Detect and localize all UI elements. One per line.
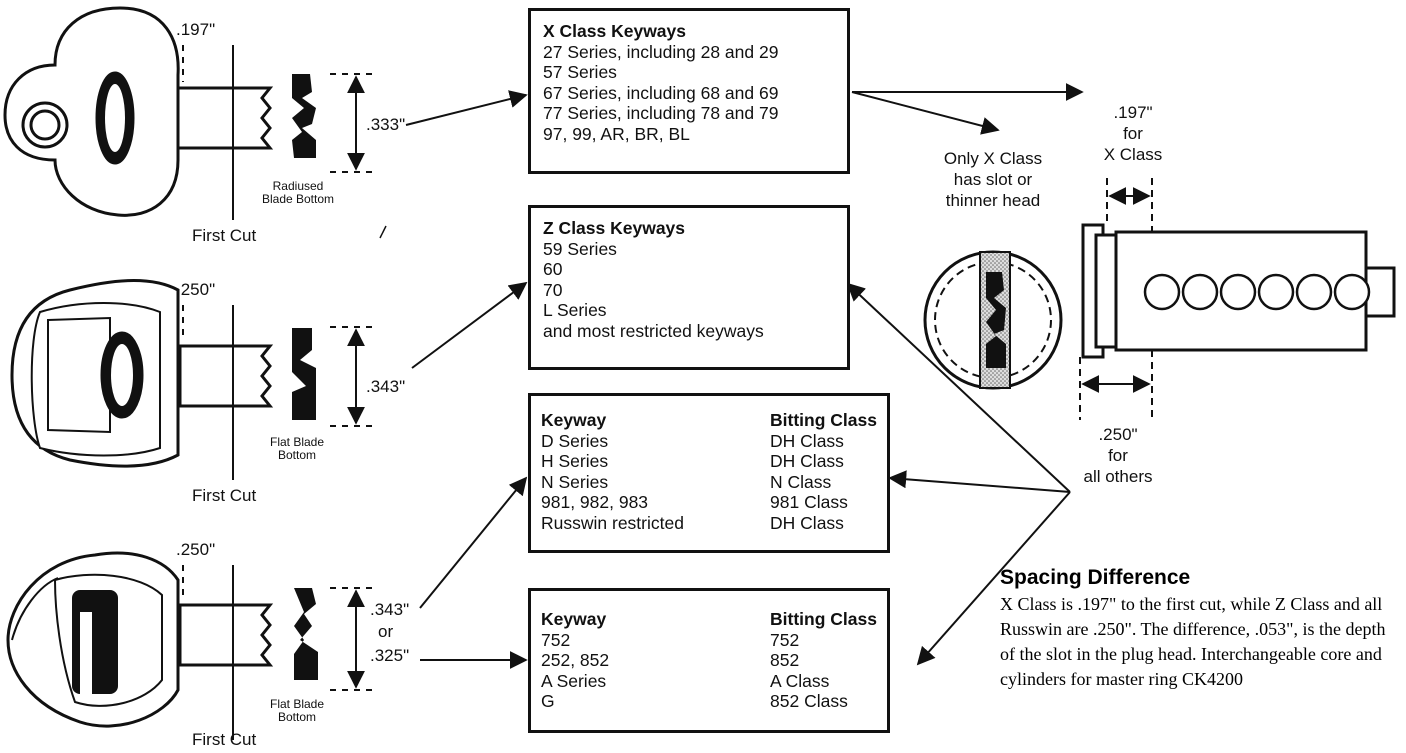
z-class-title: Z Class Keyways: [543, 218, 686, 238]
key-2-bitting-line: [182, 305, 234, 480]
table-row: Russwin restricted: [541, 512, 684, 533]
key-2-cross-section-icon: [292, 328, 316, 420]
key-1-blade-label: Radiused Blade Bottom: [261, 179, 335, 206]
x-class-title: X Class Keyways: [543, 21, 687, 41]
key-1: [3, 6, 274, 217]
key-3-height-dimension: [330, 587, 378, 691]
table-row: 981, 982, 983: [541, 492, 649, 512]
table-row: DH Class: [770, 430, 844, 451]
table-row: 852: [770, 650, 800, 670]
key-3-height-label-a: .343": [370, 600, 410, 619]
spacing-difference-body: X Class is .197" to the first cut, while…: [1000, 594, 1386, 689]
table-row: D Series: [541, 430, 609, 451]
table-1-header-keyway: Keyway: [541, 410, 607, 430]
spacing-difference-title: Spacing Difference: [1000, 566, 1191, 589]
x-class-keyways-box: X Class Keyways 27 Series, including 28 …: [528, 8, 850, 174]
table-row: A Series: [541, 670, 607, 691]
key-1-height-dimension: [330, 73, 378, 173]
z-class-line: and most restricted keyways: [543, 320, 764, 341]
key-2-height-label: .343": [366, 377, 406, 396]
connector-arrows: [379, 83, 1084, 669]
russwin-keyway-table-1: Keyway Bitting Class D Series DH Class H…: [528, 393, 890, 553]
table-row: DH Class: [770, 451, 844, 471]
x-class-line: 77 Series, including 78 and 79: [543, 103, 779, 123]
key-3-cross-section-icon: [294, 588, 318, 680]
table-row: 852 Class: [770, 691, 848, 711]
x-class-line: 97, 99, AR, BR, BL: [543, 123, 690, 144]
key-2-first-cut-label: First Cut: [192, 486, 257, 505]
cylinder-dimensions: [1079, 178, 1153, 420]
x-class-spacing-label: .197" for X Class: [1103, 103, 1163, 164]
key-2-top-dimension: .250": [176, 280, 216, 299]
table-row: DH Class: [770, 512, 844, 533]
table-row: H Series: [541, 451, 609, 471]
z-class-line: 70: [543, 279, 563, 300]
key-3-bitting-line: [182, 565, 234, 740]
z-class-line: 59 Series: [543, 238, 617, 259]
key-1-cross-section-icon: [292, 74, 316, 158]
key-3-height-label-b: .325": [370, 646, 410, 665]
table-row: 752: [770, 629, 800, 650]
table-1-header-bitting: Bitting Class: [770, 410, 877, 430]
table-row: 981 Class: [770, 492, 848, 512]
key-2-height-dimension: [330, 326, 378, 427]
key-3-blade-label: Flat Blade Bottom: [269, 697, 325, 724]
x-class-line: 57 Series: [543, 62, 617, 82]
table-row: 752: [541, 629, 571, 650]
table-2-header-bitting: Bitting Class: [770, 609, 877, 629]
z-class-keyways-box: Z Class Keyways 59 Series 60 70 L Series…: [528, 205, 850, 370]
z-class-line: 60: [543, 259, 563, 279]
cylinder-face: [923, 250, 1063, 390]
key-3-height-label-or: or: [378, 622, 394, 641]
cylinder-side: [1081, 223, 1396, 359]
x-class-line: 27 Series, including 28 and 29: [543, 41, 779, 62]
key-3-first-cut-label: First Cut: [192, 730, 257, 749]
key-1-bitting-line: [182, 45, 234, 220]
x-class-line: 67 Series, including 68 and 69: [543, 82, 779, 103]
key-2: [10, 279, 274, 468]
table-row: 252, 852: [541, 650, 610, 670]
russwin-keyway-table-2: Keyway Bitting Class 752 752 252, 852 85…: [528, 588, 890, 733]
table-2-header-keyway: Keyway: [541, 609, 607, 629]
key-1-first-cut-label: First Cut: [192, 226, 257, 245]
key-2-blade-label: Flat Blade Bottom: [269, 435, 325, 462]
table-row: N Class: [770, 471, 832, 492]
key-1-height-label: .333": [366, 115, 406, 134]
table-row: N Series: [541, 471, 609, 492]
key-1-top-dimension: .197": [176, 20, 216, 39]
table-row: A Class: [770, 670, 830, 691]
key-3: [6, 551, 274, 728]
table-row: G: [541, 691, 555, 711]
other-spacing-label: .250" for all others: [1083, 425, 1153, 486]
key-3-top-dimension: .250": [176, 540, 216, 559]
only-x-class-note: Only X Class has slot or thinner head: [943, 149, 1043, 210]
z-class-line: L Series: [543, 300, 607, 320]
